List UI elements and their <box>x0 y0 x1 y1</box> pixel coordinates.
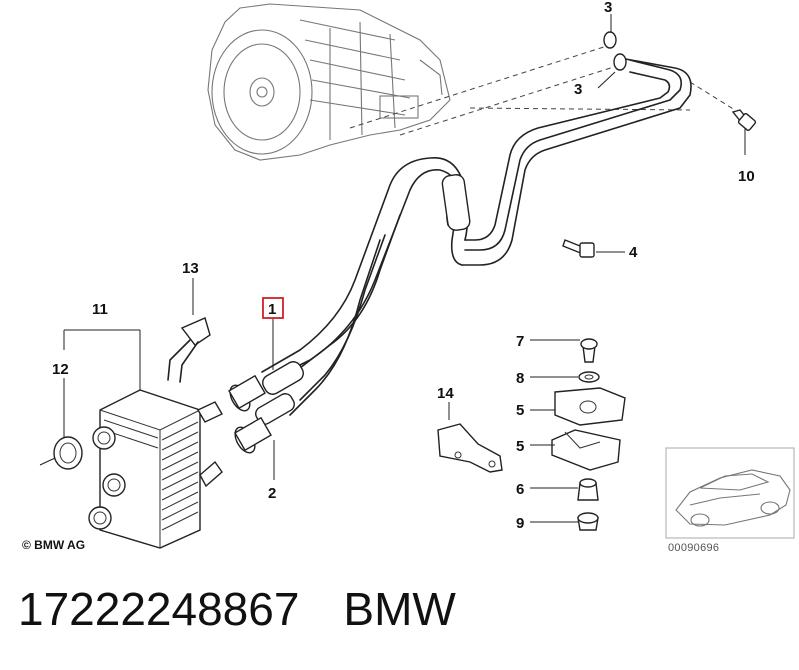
callout-1[interactable]: 1 <box>268 301 276 318</box>
callout-8[interactable]: 8 <box>516 370 524 387</box>
callout-leader-lines <box>63 14 746 523</box>
car-locator-thumbnail <box>665 447 795 539</box>
selected-part-highlight-box <box>262 297 284 319</box>
callout-7[interactable]: 7 <box>516 333 524 350</box>
callout-3-top[interactable]: 3 <box>604 0 612 16</box>
callout-5-lower[interactable]: 5 <box>516 438 524 455</box>
bracket-part-14 <box>437 423 503 473</box>
callout-2[interactable]: 2 <box>268 485 276 502</box>
footer-caption: 17222248867 BMW <box>18 582 456 636</box>
seal-ring-part-12 <box>39 436 83 470</box>
bolt-part-10 <box>731 109 757 131</box>
callout-14[interactable]: 14 <box>437 385 454 402</box>
oil-cooler-heat-exchanger <box>88 389 223 549</box>
bracket-clip-part-13 <box>167 317 211 383</box>
copyright-notice: © BMW AG <box>22 538 86 552</box>
brand-name: BMW <box>343 583 456 635</box>
callout-11[interactable]: 11 <box>92 301 108 318</box>
image-number: 00090696 <box>668 542 720 554</box>
transmission-illustration <box>207 3 451 161</box>
callout-10[interactable]: 10 <box>738 168 755 185</box>
callout-5-upper[interactable]: 5 <box>516 402 524 419</box>
part-number: 17222248867 <box>18 583 300 635</box>
callout-numbers: 1 2 3 3 4 5 5 6 7 8 9 10 11 12 13 14 <box>52 0 755 532</box>
callout-13[interactable]: 13 <box>182 260 199 277</box>
bolt-part-4 <box>562 239 595 258</box>
callout-4[interactable]: 4 <box>629 244 638 261</box>
dashed-guide-lines <box>349 44 736 136</box>
oil-cooler-lines <box>228 57 692 454</box>
seal-rings-part-3 <box>603 31 627 71</box>
callout-3-bottom[interactable]: 3 <box>574 81 582 98</box>
callout-6[interactable]: 6 <box>516 481 524 498</box>
hardware-parts-group <box>551 338 626 531</box>
callout-12[interactable]: 12 <box>52 361 69 378</box>
callout-9[interactable]: 9 <box>516 515 524 532</box>
